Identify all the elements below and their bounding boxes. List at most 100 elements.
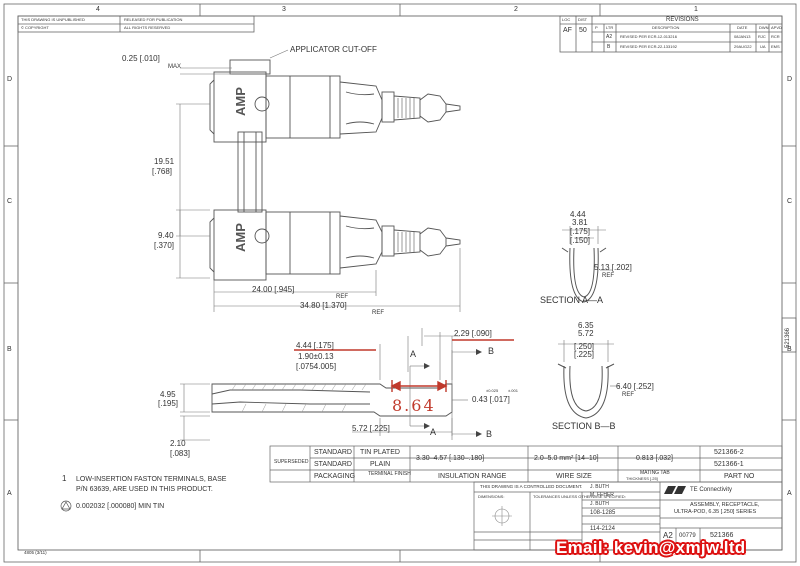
header-unpublished: THIS DRAWING IS UNPUBLISHED [21, 17, 85, 22]
rev-col: DWN [759, 25, 769, 30]
title-line-2: ULTRA-POD, 6.35 [.250] SERIES [674, 509, 757, 515]
rev-row-dwn: RJC [758, 34, 766, 39]
te-logo-icon [664, 486, 686, 494]
dim-2400: 24.00 [.945] [252, 285, 295, 294]
applicator-label: APPLICATOR CUT-OFF [290, 45, 377, 54]
zone-label: 1 [694, 6, 698, 13]
dim-025-max: MAX [168, 64, 182, 70]
dim-635: 6.35 [578, 321, 594, 330]
controlled-doc: THIS DRAWING IS A CONTROLLED DOCUMENT. [480, 484, 583, 489]
dim-175: [.175] [570, 227, 591, 236]
row-finish: PLAIN [370, 461, 391, 468]
tol-metric: ±0.025 [486, 388, 499, 393]
zone-label: 2 [514, 6, 518, 13]
product-spec: 108-1285 [590, 510, 616, 516]
tol-inch: ±.001 [508, 388, 518, 393]
zone-label: C [7, 198, 13, 205]
col-packaging: PACKAGING [314, 473, 356, 480]
rev-row-dwn: UA [760, 44, 766, 49]
dim-3480: 34.80 [1.370] [300, 301, 347, 310]
rev-col: LTR [606, 25, 614, 30]
rev-col: DATE [737, 25, 748, 30]
dim-572-sect: 5.72 [578, 329, 594, 338]
note-2: 0.002032 [.000080] MIN TIN [76, 503, 165, 510]
rev-loc-value: AF [563, 27, 572, 34]
label-tolerances: TOLERANCES UNLESS OTHERWISE SPECIFIED: [533, 494, 626, 499]
note-1-number: 1 [62, 474, 67, 483]
dim-1951-in: [.768] [152, 167, 173, 176]
zone-label: B [787, 346, 792, 353]
dim-495: 4.95 [160, 390, 176, 399]
rev-col: DESCRIPTION [652, 25, 680, 30]
row-finish: TIN PLATED [360, 449, 400, 456]
rev-loc-label: LOC [562, 17, 571, 22]
size-code: A2 [663, 531, 673, 540]
dim-513-ref: REF [602, 273, 614, 279]
rev-row-date: 29AUG22 [734, 44, 752, 49]
label-dimensions: DIMENSIONS: [478, 494, 505, 499]
zone-label: B [7, 346, 12, 353]
dim-940-in: [.370] [154, 241, 175, 250]
row-standard: STANDARD [314, 449, 352, 456]
section-a-marker: A [410, 349, 417, 359]
rev-row-date: 08JAN13 [734, 34, 751, 39]
dim-025: 0.25 [.010] [122, 54, 160, 63]
side-drawing-number: 521366 [785, 327, 791, 348]
email-watermark: Email: kevin@xmjw.ltd [556, 538, 746, 557]
dim-250: [.250] [574, 342, 595, 351]
rev-row-desc: REVISED PER ECR-22-133192 [620, 44, 677, 49]
rev-dist-label: DIST [578, 17, 588, 22]
dim-190: 1.90±0.13 [298, 352, 334, 361]
col-insulation: INSULATION RANGE [438, 473, 507, 480]
section-b-marker: B [486, 429, 493, 439]
rev-row-ltr: A2 [606, 34, 613, 40]
crosshair-symbol [492, 506, 512, 526]
superseded-label: SUPERSEDED [274, 459, 309, 465]
row-insulation: 3.30–4.57 [.130–.180] [416, 455, 485, 462]
col-terminal-finish: TERMINAL FINISH [368, 471, 411, 477]
section-a-marker: A [430, 427, 437, 437]
rev-col: APVD [771, 25, 782, 30]
dim-195: [.195] [158, 399, 179, 408]
zone-label: D [7, 76, 13, 83]
dim-640: 6.40 [.252] [616, 382, 654, 391]
dim-210: 2.10 [170, 439, 186, 448]
col-part-no: PART NO [724, 473, 755, 480]
zone-label: D [787, 76, 793, 83]
dim-150: [.150] [570, 236, 591, 245]
note-symbol-icon [60, 500, 72, 512]
zone-label: A [787, 490, 792, 497]
dim-381: 3.81 [572, 218, 588, 227]
dim-2400-ref: REF [336, 294, 348, 300]
zone-label: C [787, 198, 793, 205]
dim-075: [.0754.005] [296, 362, 337, 371]
dim-513: 5.13 [.202] [594, 263, 632, 272]
checked-by: M. FEHER [590, 492, 614, 498]
row-part: 521366-1 [714, 461, 744, 468]
rev-dist-value: 50 [579, 27, 587, 34]
row-part: 521366-2 [714, 449, 744, 456]
approved-by: J. BUTH [590, 501, 609, 507]
dim-940: 9.40 [158, 231, 174, 240]
rev-col: P [595, 25, 598, 30]
dim-043: 0.43 [.017] [472, 395, 510, 404]
rev-row-desc: REVISED PER ECR-12-013216 [620, 34, 677, 39]
section-aa-label: SECTION A—A [540, 295, 604, 305]
section-b-marker: B [488, 346, 495, 356]
amp-mark: AMP [233, 87, 248, 116]
amp-mark: AMP [233, 223, 248, 252]
header-rights: ALL RIGHTS RESERVED [124, 25, 171, 30]
drawn-by: J. BUTH [590, 484, 609, 490]
dim-1951: 19.51 [154, 157, 175, 166]
zone-label: A [7, 490, 12, 497]
dim-225-sect: [.225] [574, 350, 595, 359]
rev-row-apvd: RCR [771, 34, 780, 39]
section-bb-label: SECTION B—B [552, 421, 616, 431]
dim-3480-ref: REF [372, 310, 384, 316]
dim-083: [.083] [170, 449, 191, 458]
header-released: RELEASED FOR PUBLICATION [124, 17, 183, 22]
row-tab: 0.813 [.032] [636, 455, 673, 462]
rev-row-apvd: EMS [771, 44, 780, 49]
dim-640-ref: REF [622, 392, 634, 398]
